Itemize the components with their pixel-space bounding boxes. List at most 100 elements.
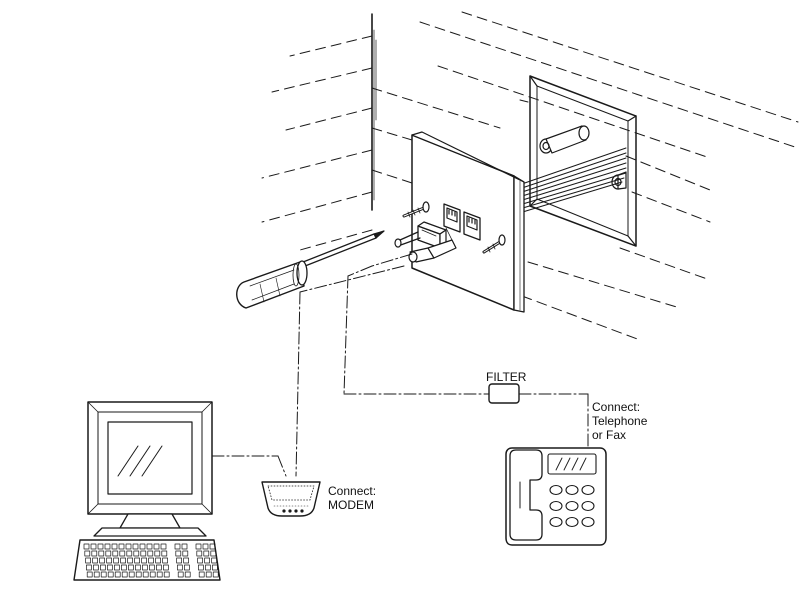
keyboard-key (162, 557, 168, 564)
telephone-key (565, 500, 579, 512)
telephone-connect-line-1: Connect: (592, 400, 641, 414)
telephone-key (549, 500, 563, 512)
keyboard-key (93, 571, 100, 578)
keyboard-key (111, 543, 118, 550)
keyboard-key (127, 557, 133, 564)
keyboard-key (175, 550, 182, 557)
jack-socket-left (443, 203, 461, 233)
keyboard-key (128, 564, 134, 571)
telephone-key (581, 500, 595, 512)
keyboard-key (156, 564, 162, 571)
keyboard-key (91, 550, 98, 557)
keyboard-key (114, 571, 121, 578)
keyboard-key (148, 557, 154, 564)
keyboard-key (104, 543, 111, 550)
keyboard-key (134, 557, 140, 564)
telephone (505, 447, 607, 546)
keyboard-key (135, 564, 141, 571)
keyboard-key (211, 557, 217, 564)
keyboard-key (182, 550, 189, 557)
keyboard-key (198, 564, 204, 571)
keyboard-key (160, 543, 167, 550)
keyboard-key (126, 550, 133, 557)
telephone-key (581, 516, 595, 528)
keyboard-key (139, 543, 146, 550)
keyboard-key (107, 564, 113, 571)
keyboard-key (119, 550, 126, 557)
keyboard-key (97, 543, 104, 550)
keyboard-key (154, 550, 161, 557)
keyboard-key (177, 571, 184, 578)
keyboard-key (121, 564, 127, 571)
keyboard-key (149, 571, 156, 578)
telephone-key (549, 484, 563, 496)
telephone-connect-label: Connect: Telephone or Fax (592, 400, 647, 442)
keyboard-key (205, 571, 212, 578)
keyboard-key (93, 564, 99, 571)
keyboard-key (209, 543, 216, 550)
keyboard-key (184, 564, 190, 571)
telephone-key (565, 516, 579, 528)
keyboard (73, 539, 221, 581)
keyboard-key (128, 571, 135, 578)
keyboard-key (107, 571, 114, 578)
keyboard-key (112, 550, 119, 557)
keyboard-key (121, 571, 128, 578)
telephone-connect-line-3: or Fax (592, 428, 627, 442)
keyboard-key (106, 557, 112, 564)
keyboard-key (84, 550, 91, 557)
modem-connect-line-1: Connect: (328, 484, 377, 498)
keyboard-key (198, 571, 205, 578)
modem-connect-label: Connect: MODEM (328, 484, 376, 512)
keyboard-key (149, 564, 155, 571)
keyboard-key (140, 550, 147, 557)
keyboard-key (99, 557, 105, 564)
keyboard-key (146, 543, 153, 550)
keyboard-key (205, 564, 211, 571)
keyboard-key (100, 571, 107, 578)
keyboard-key (161, 550, 168, 557)
wall (261, 11, 799, 341)
wall-box (529, 75, 637, 247)
keyboard-key (203, 550, 210, 557)
mounting-lug (539, 125, 627, 190)
filter-box (488, 383, 520, 404)
keyboard-key (105, 550, 112, 557)
keyboard-key (202, 543, 209, 550)
keyboard-key (184, 571, 191, 578)
keyboard-key (176, 557, 182, 564)
keyboard-key (141, 557, 147, 564)
keyboard-key (132, 543, 139, 550)
telephone-key (549, 516, 563, 528)
plug-adapter (394, 221, 457, 263)
keyboard-key (142, 564, 148, 571)
keyboard-key (135, 571, 142, 578)
keyboard-key (196, 550, 203, 557)
keyboard-key (85, 557, 91, 564)
modem (261, 481, 321, 517)
keyboard-key (113, 557, 119, 564)
screwdriver (236, 230, 385, 309)
computer-monitor (87, 401, 213, 537)
wall-faceplate (411, 131, 525, 313)
keyboard-key (163, 564, 169, 571)
keyboard-key (174, 543, 181, 550)
keyboard-key (133, 550, 140, 557)
keyboard-key (86, 571, 93, 578)
keyboard-key (156, 571, 163, 578)
keyboard-key (120, 557, 126, 564)
keyboard-key (212, 571, 219, 578)
keyboard-key (147, 550, 154, 557)
telephone-key (581, 484, 595, 496)
keyboard-key (118, 543, 125, 550)
screw-lower (482, 234, 506, 254)
keyboard-key (177, 564, 183, 571)
keyboard-key (163, 571, 170, 578)
telephone-connect-line-2: Telephone (592, 414, 648, 428)
keyboard-key (210, 550, 217, 557)
filter-label: FILTER (486, 370, 527, 384)
keyboard-key (86, 564, 92, 571)
keyboard-key (212, 564, 218, 571)
telephone-key (565, 484, 579, 496)
